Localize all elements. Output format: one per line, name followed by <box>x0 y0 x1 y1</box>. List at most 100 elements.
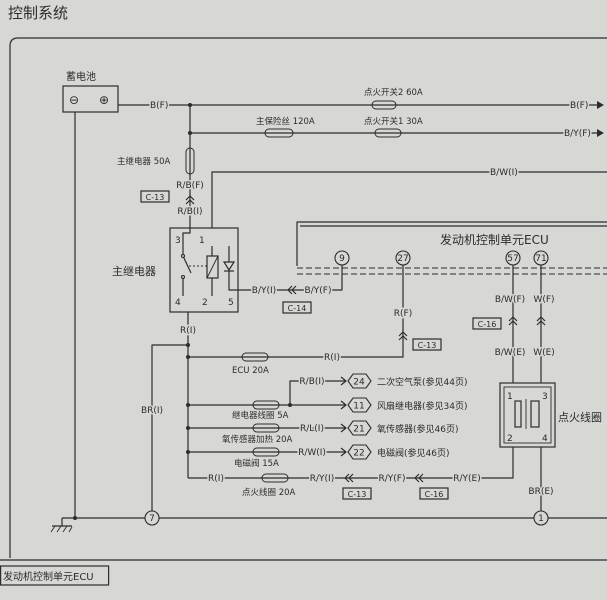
connector-c14-label: C-14 <box>288 304 307 313</box>
relay-switch-icon <box>182 228 192 296</box>
connector-chevron-icon <box>287 285 297 295</box>
connector-c14 <box>282 301 312 314</box>
ignition-coil-pin-3: 3 <box>542 392 548 402</box>
ecu-pin-57-number: 57 <box>507 254 518 264</box>
ignition-coil-pin-4: 4 <box>542 434 548 444</box>
ecu-label: 发动机控制单元ECU <box>440 232 549 247</box>
connector-boxes: C-13 C-14 C-13 C-16 C-13 C-16 <box>140 190 502 500</box>
hexagon-icon <box>347 397 372 413</box>
junction-dot <box>186 403 190 407</box>
wire-relay-ground <box>151 344 188 511</box>
reference-21: 21 氧传感器(参见46页) <box>340 420 458 436</box>
junction-dot <box>186 355 190 359</box>
wire-label-r-w-i: R/W(I) <box>298 448 326 458</box>
reference-22: 22 电磁阀(参见46页) <box>340 444 449 460</box>
arrow-right-icon <box>340 447 347 457</box>
junction-dot <box>186 450 190 454</box>
fuse-ignition-switch-2-label: 点火开关2 60A <box>364 87 423 98</box>
relay-switch-contact <box>180 274 186 280</box>
page-references: 24 二次空气泵(参见44页) 11 风扇继电器(参见34页) 21 氧传感器(… <box>340 373 467 460</box>
relay-coil-core <box>206 255 219 279</box>
connector-c13-row-label: C-13 <box>348 490 367 499</box>
connector-c16-coil <box>472 317 502 330</box>
wire-label-b-w-e: B/W(E) <box>495 348 526 358</box>
wire-ecu-pin27 <box>188 265 404 358</box>
ignition-coil-label: 点火线圈 <box>558 410 602 424</box>
arrow-right-icon <box>340 376 347 386</box>
wire-label-b-y-i: B/Y(I) <box>252 286 276 296</box>
relay-diode-icon <box>222 261 236 272</box>
connector-chevron-icon <box>185 195 195 205</box>
connector-c13-row <box>342 487 372 500</box>
wire-label-r-y-i: R/Y(I) <box>310 474 334 484</box>
ignition-coil-secondary-icon <box>530 400 540 428</box>
fuse-solenoid <box>252 447 280 457</box>
ecu-pin-9-number: 9 <box>339 254 345 264</box>
relay-pin-1: 1 <box>199 236 205 246</box>
fuse-o2-heater-label: 氧传感器加热 20A <box>222 434 293 445</box>
fuse-relay-coil <box>252 400 280 410</box>
ecu-pin-71-number: 71 <box>535 254 546 264</box>
wire-label-r-b-f: R/B(F) <box>176 181 204 191</box>
ignition-coil: 1 3 2 4 点火线圈 <box>499 382 602 448</box>
relay-pin-5: 5 <box>228 298 234 308</box>
wire-label-b-w-f: B/W(F) <box>495 295 525 305</box>
connector-c13-relay <box>140 190 170 203</box>
wire-label-br-i: BR(I) <box>141 406 163 416</box>
wire-label-r-i-coil: R(I) <box>208 474 224 484</box>
page-frame <box>9 37 607 558</box>
junction-dot <box>186 343 190 347</box>
wire-label-r-i-ecu: R(I) <box>324 353 340 363</box>
wire-label-b-w-i: B/W(I) <box>490 168 518 178</box>
ignition-coil-pin-2: 2 <box>507 434 513 444</box>
junction-dot <box>73 516 77 520</box>
wire-b-w-i <box>211 171 607 228</box>
wire-label-b-y-f-right: B/Y(F) <box>564 129 591 139</box>
fuse-main <box>264 128 294 138</box>
fuse-ignition-coil <box>261 473 289 483</box>
hexagon-icon <box>347 373 372 389</box>
relay-coil-icon <box>206 255 219 279</box>
reference-number: 24 <box>353 378 365 388</box>
ignition-coil-pin-1: 1 <box>507 392 513 402</box>
wire-label-r-y-e: R/Y(E) <box>453 474 481 484</box>
battery-label: 蓄电池 <box>66 70 96 83</box>
relay-switch-contact <box>180 253 186 259</box>
ground-icon <box>50 518 73 533</box>
footer-tab <box>0 565 110 586</box>
wire-label-w-f: W(F) <box>533 295 554 305</box>
main-relay: 主继电器 3 1 4 2 5 <box>112 227 239 313</box>
ignition-coil-primary-icon <box>514 400 522 428</box>
ground-point-1-number: 1 <box>538 514 544 524</box>
fuse-main-relay <box>185 147 195 175</box>
ground-points: 7 1 <box>144 510 549 526</box>
fuse-ignition-switch-1 <box>374 128 402 138</box>
ground-icon-stem <box>52 518 72 527</box>
ecu-pin-27 <box>395 250 411 266</box>
wire-label-br-e: BR(E) <box>528 487 553 497</box>
wire-label-r-f: R(F) <box>394 309 412 319</box>
relay-pin-4: 4 <box>175 298 181 308</box>
footer-label: 发动机控制单元ECU <box>3 570 94 583</box>
fuse-o2-heater <box>252 423 280 433</box>
reference-text: 氧传感器(参见46页) <box>377 423 458 435</box>
reference-number: 21 <box>353 425 364 435</box>
fuse-ignition-coil-label: 点火线圈 20A <box>242 487 296 498</box>
ecu-pin-57 <box>505 250 521 266</box>
junction-dot <box>188 131 192 135</box>
ecu-connector-line <box>297 267 607 275</box>
wire-label-r-l-i: R/L(I) <box>300 424 324 434</box>
wire-label-r-b-i-relay: R/B(I) <box>177 207 202 217</box>
junction-dot <box>288 403 292 407</box>
wire-label-b-f-right: B(F) <box>570 101 588 111</box>
arrow-right-icon <box>340 423 347 433</box>
wire-row-24 <box>289 380 346 405</box>
junction-dot <box>186 426 190 430</box>
reference-11: 11 风扇继电器(参见34页) <box>340 397 467 413</box>
ecu: 发动机控制单元ECU 9 27 57 71 <box>296 221 607 275</box>
fuse-ecu-label: ECU 20A <box>232 366 269 376</box>
fuse-ignition-switch-2 <box>371 100 397 110</box>
ecu-frame <box>296 221 607 266</box>
